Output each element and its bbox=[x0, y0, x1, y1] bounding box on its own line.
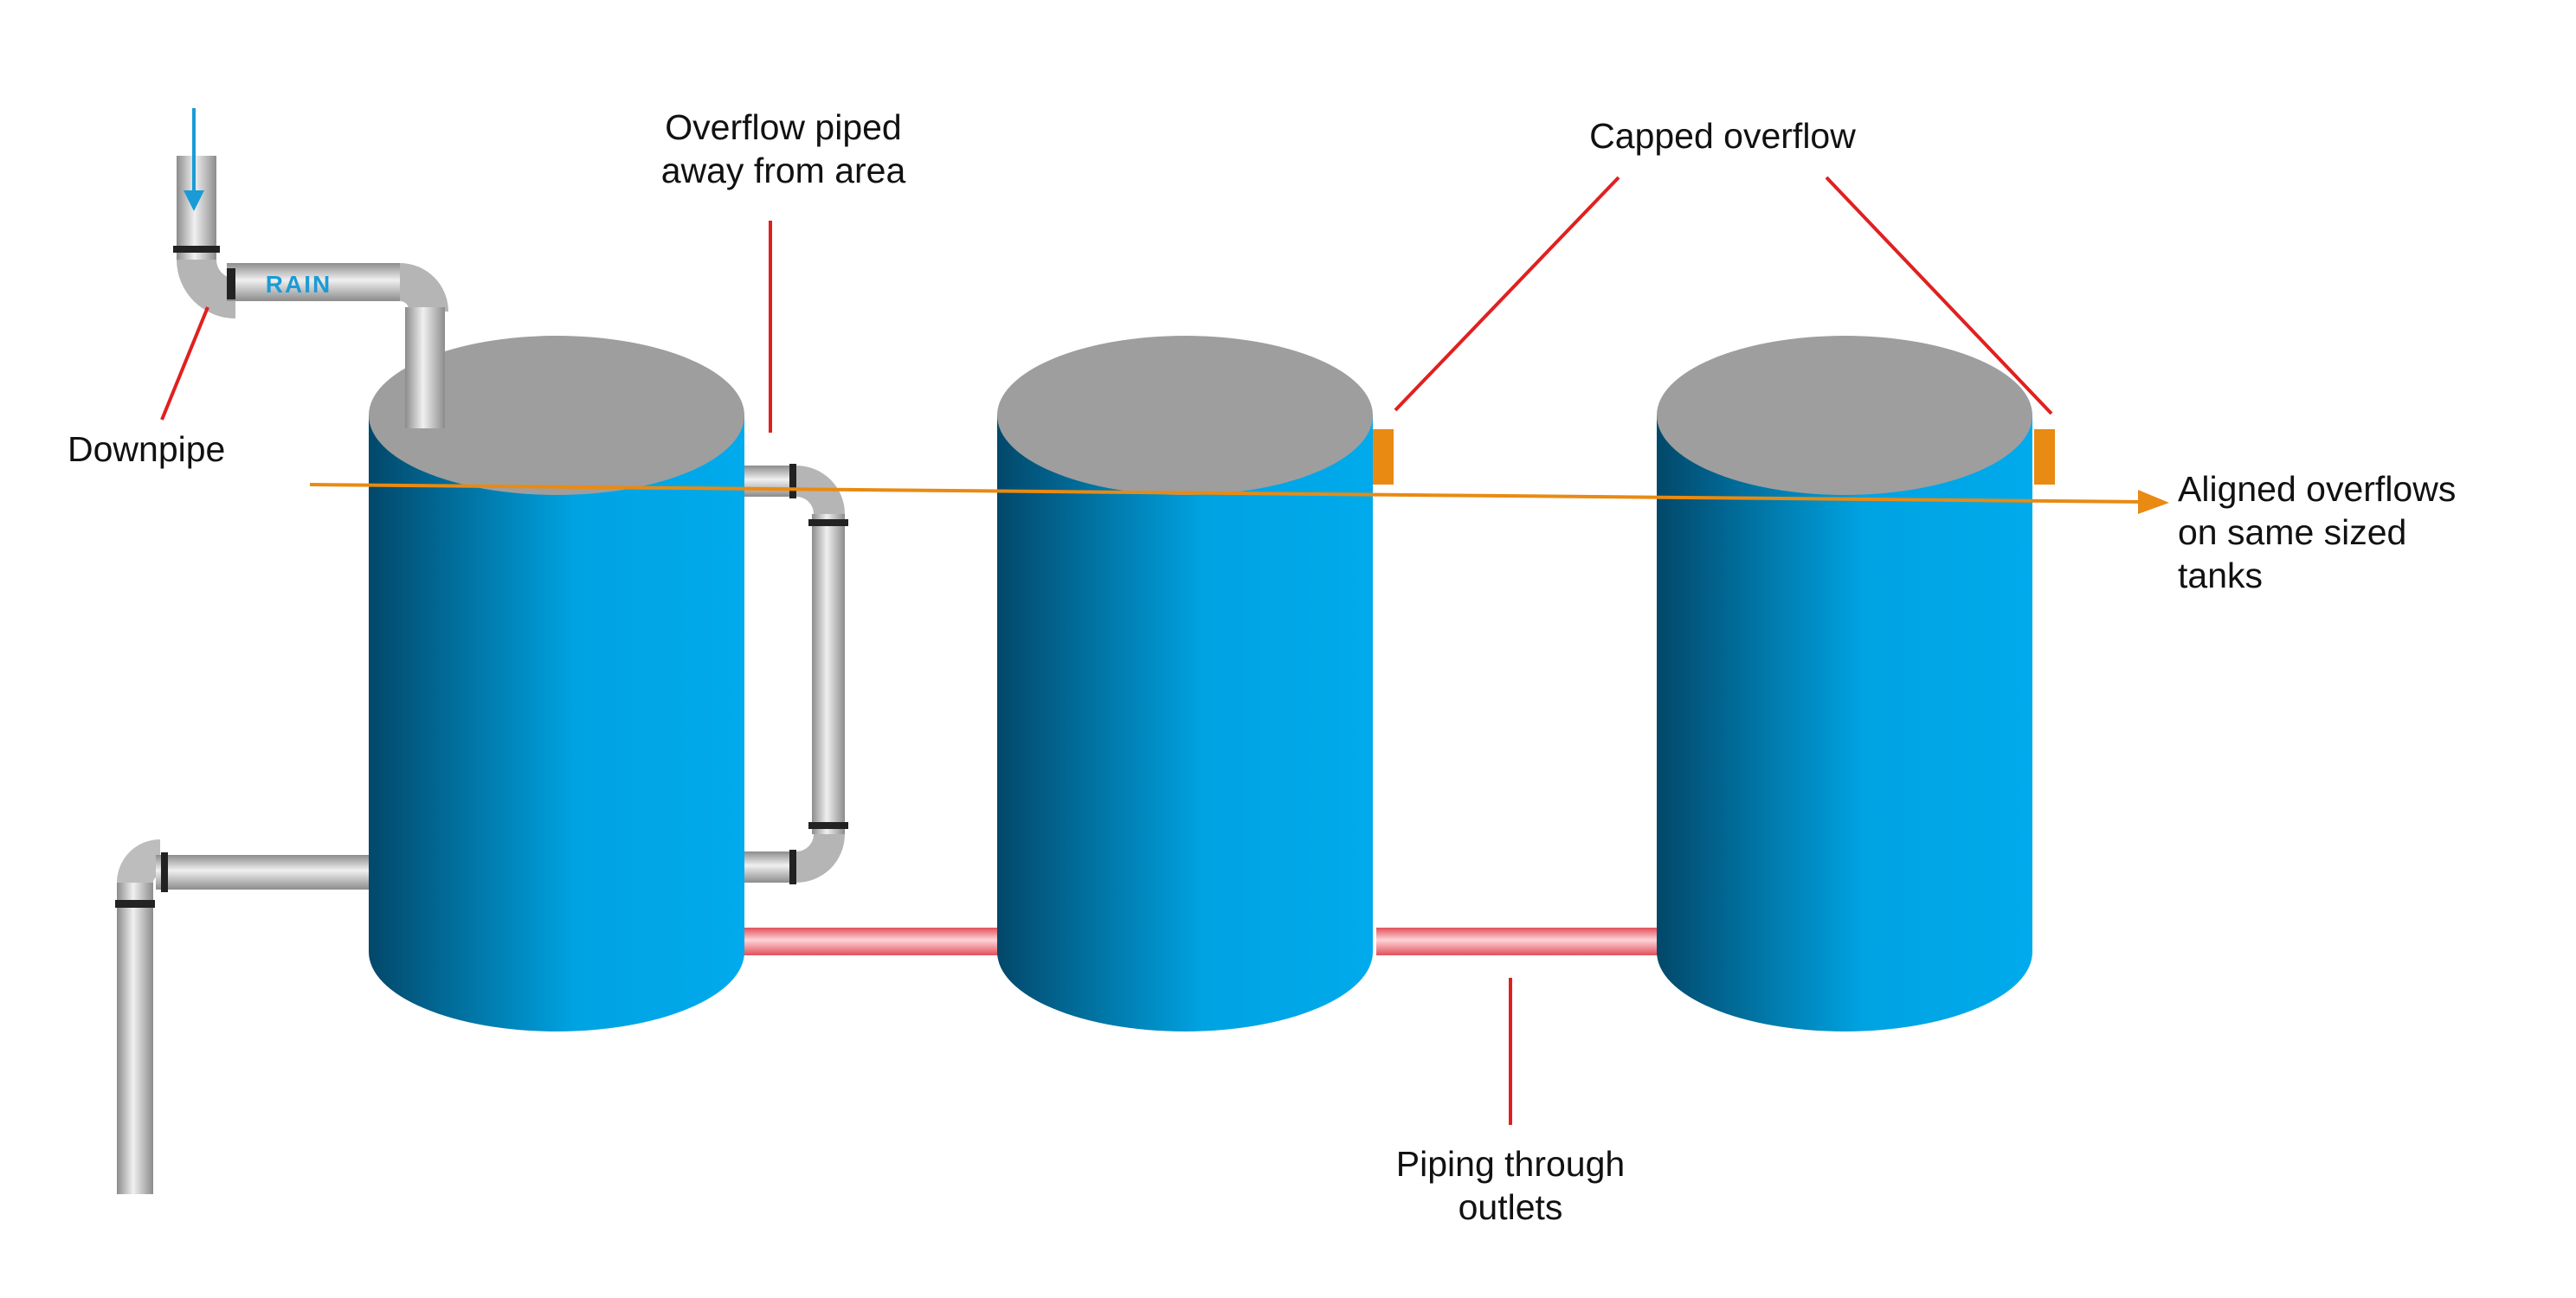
piping-through-line-2: outlets bbox=[1458, 1187, 1563, 1227]
callout-line-capped-overflow-2 bbox=[1825, 176, 2053, 415]
aligned-overflows-line-3: tanks bbox=[2178, 556, 2263, 595]
overflow-piped-label: Overflow piped away from area bbox=[610, 106, 956, 192]
overflow-piped-line-1: Overflow piped bbox=[665, 107, 902, 147]
capped-overflow-tank-2 bbox=[1373, 429, 1394, 485]
capped-overflow-text: Capped overflow bbox=[1589, 116, 1856, 156]
rain-arrow-icon bbox=[184, 108, 204, 211]
overflow-pipe bbox=[744, 464, 848, 884]
tank-2 bbox=[997, 336, 1373, 1031]
tank-3 bbox=[1657, 336, 2032, 1031]
outlet-pipe-1-2 bbox=[743, 928, 1008, 955]
aligned-overflows-label: Aligned overflows on same sized tanks bbox=[2178, 467, 2456, 597]
capped-overflow-tank-3 bbox=[2034, 429, 2055, 485]
downpipe-label: Downpipe bbox=[68, 427, 225, 471]
outlet-pipe-2-3 bbox=[1376, 928, 1662, 955]
aligned-overflows-line-2: on same sized bbox=[2178, 512, 2407, 552]
callout-line-downpipe bbox=[160, 306, 209, 421]
tank-1 bbox=[369, 336, 744, 1031]
outlet-pipe-left bbox=[115, 839, 369, 1194]
alignment-line bbox=[309, 483, 2169, 514]
downpipe bbox=[173, 156, 448, 428]
downpipe-label-text: Downpipe bbox=[68, 429, 226, 469]
overflow-piped-line-2: away from area bbox=[660, 151, 906, 190]
piping-through-line-1: Piping through bbox=[1395, 1144, 1626, 1184]
rain-text: RAIN bbox=[266, 271, 332, 298]
callout-line-capped-overflow-1 bbox=[1394, 176, 1620, 412]
piping-through-label: Piping through outlets bbox=[1324, 1142, 1697, 1229]
capped-overflow-label: Capped overflow bbox=[1515, 114, 1930, 157]
aligned-overflows-line-1: Aligned overflows bbox=[2178, 469, 2457, 509]
